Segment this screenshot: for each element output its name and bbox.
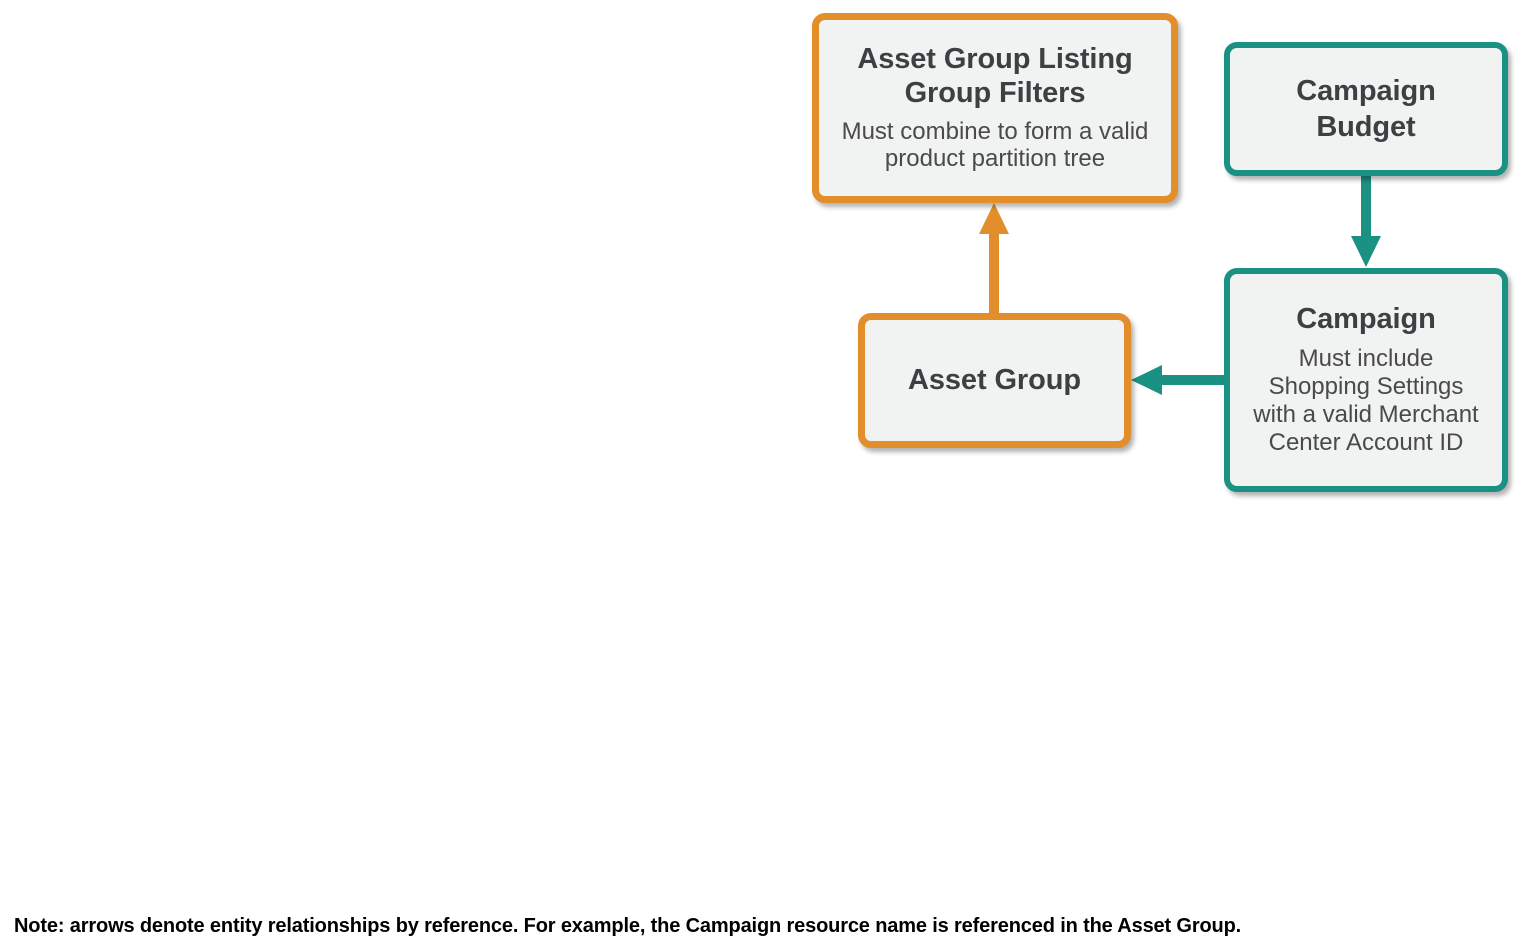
arrow-head-up-icon xyxy=(979,203,1009,234)
arrow-shaft xyxy=(989,232,999,314)
node-campaign-budget[interactable]: Campaign Budget xyxy=(1224,42,1508,176)
node-title: Asset Group xyxy=(908,363,1081,396)
arrow-head-left-icon xyxy=(1131,365,1162,395)
diagram-footnote: Note: arrows denote entity relationships… xyxy=(14,915,1242,937)
node-subtitle: Must include Shopping Settings with a va… xyxy=(1253,344,1479,457)
node-title: Campaign xyxy=(1296,302,1436,335)
node-campaign[interactable]: Campaign Must include Shopping Settings … xyxy=(1224,268,1508,492)
arrow-shaft xyxy=(1162,375,1226,385)
node-asset-group[interactable]: Asset Group xyxy=(858,313,1131,448)
node-title: Asset Group Listing Group Filters xyxy=(857,42,1133,109)
arrow-shaft xyxy=(1361,176,1371,238)
node-title: Campaign Budget xyxy=(1296,74,1436,143)
node-subtitle: Must combine to form a valid product par… xyxy=(841,117,1149,173)
arrow-head-down-icon xyxy=(1351,236,1381,267)
node-asset-group-listing-group-filters[interactable]: Asset Group Listing Group Filters Must c… xyxy=(812,13,1178,203)
